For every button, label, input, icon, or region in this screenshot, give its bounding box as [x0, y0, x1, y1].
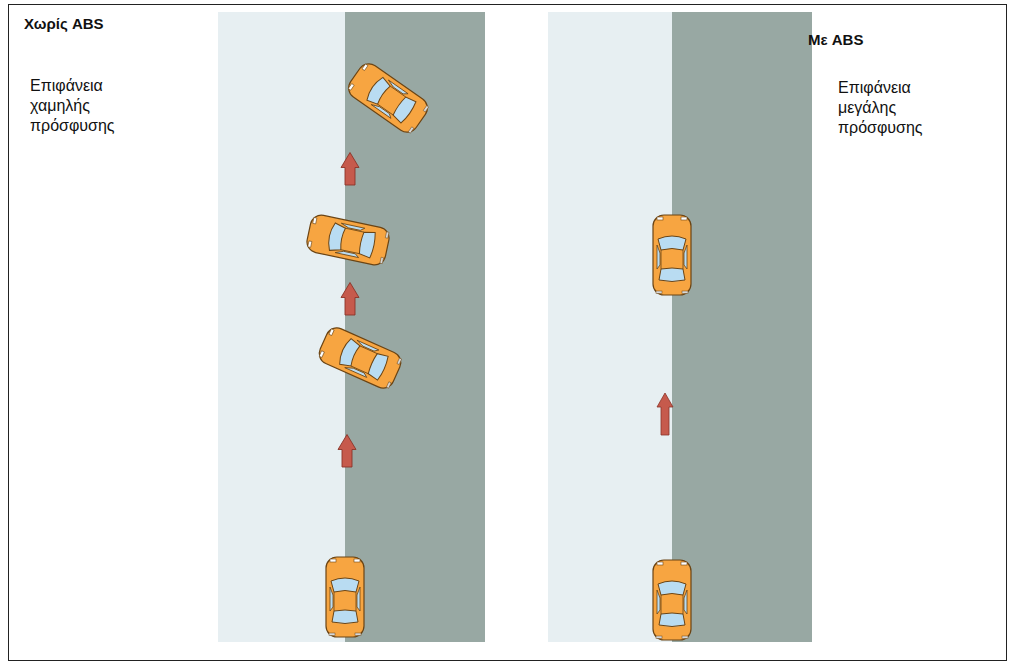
road-right [548, 12, 812, 642]
motion-arrow [657, 393, 673, 435]
surface-label: Επιφάνεια χαμηλής πρόσφυσης [30, 76, 130, 136]
car-skidding [305, 59, 432, 637]
surface-label: Επιφάνεια μεγάλης πρόσφυσης [838, 78, 938, 138]
panel-heading: Χωρίς ABS [24, 14, 184, 34]
car-straight [653, 215, 691, 640]
panel-heading: Με ABS [808, 30, 968, 50]
motion-arrow [338, 153, 359, 468]
road-left [218, 12, 485, 642]
frame [9, 5, 1007, 661]
